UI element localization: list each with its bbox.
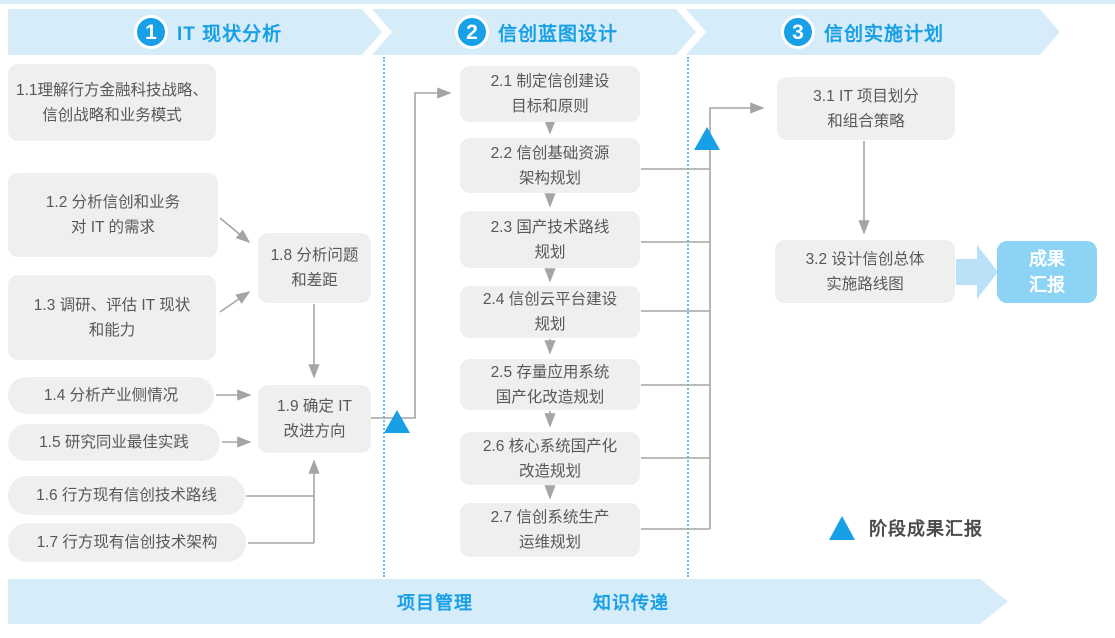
step-1-3: 1.3 调研、评估 IT 现状 和能力	[8, 275, 216, 360]
step-2-7: 2.7 信创系统生产 运维规划	[460, 503, 640, 557]
phase-1-header: 1 IT 现状分析	[134, 9, 282, 55]
step-2-2: 2.2 信创基础资源 架构规划	[460, 138, 640, 193]
phase-1-number-badge: 1	[134, 15, 168, 49]
legend-triangle-icon	[829, 516, 855, 540]
step-2-3: 2.3 国产技术路线 规划	[460, 211, 640, 268]
phase-divider-2-3	[687, 57, 689, 577]
phase-2-title: 信创蓝图设计	[498, 23, 619, 45]
legend-label: 阶段成果汇报	[869, 519, 983, 539]
step-1-8: 1.8 分析问题 和差距	[258, 233, 371, 303]
result-report-box: 成果 汇报	[997, 241, 1097, 303]
phase-2-number-badge: 2	[455, 15, 489, 49]
step-1-9: 1.9 确定 IT 改进方向	[258, 385, 371, 453]
milestone-triangle-icon-phase2	[694, 127, 720, 150]
phase-1-title: IT 现状分析	[177, 23, 283, 45]
step-2-5: 2.5 存量应用系统 国产化改造规划	[460, 359, 640, 410]
step-1-4: 1.4 分析产业侧情况	[8, 377, 214, 414]
top-edge-strip	[0, 0, 1115, 4]
phase-3-title: 信创实施计划	[824, 23, 945, 45]
phase-2-header: 2 信创蓝图设计	[455, 9, 618, 55]
step-1-6: 1.6 行方现有信创技术路线	[8, 476, 245, 515]
step-2-6: 2.6 核心系统国产化 改造规划	[460, 432, 640, 485]
phase-header-band	[8, 9, 1060, 55]
milestone-triangle-icon-phase1	[384, 410, 410, 433]
step-1-5: 1.5 研究同业最佳实践	[8, 424, 220, 461]
phase-3-header: 3 信创实施计划	[781, 9, 944, 55]
step-1-2: 1.2 分析信创和业务 对 IT 的需求	[8, 173, 218, 257]
phase-3-number-badge: 3	[781, 15, 815, 49]
step-2-1: 2.1 制定信创建设 目标和原则	[460, 66, 640, 122]
step-3-1: 3.1 IT 项目划分 和组合策略	[777, 77, 955, 140]
phase-divider-1-2	[383, 57, 385, 577]
footer-label-knowledge-transfer: 知识传递	[593, 592, 669, 613]
step-2-4: 2.4 信创云平台建设 规划	[460, 286, 640, 338]
footer-band	[8, 579, 1008, 624]
step-3-2: 3.2 设计信创总体 实施路线图	[775, 240, 955, 303]
step-1-1: 1.1理解行方金融科技战略、 信创战略和业务模式	[8, 64, 216, 141]
step-1-7: 1.7 行方现有信创技术架构	[8, 523, 246, 562]
footer-label-project-management: 项目管理	[397, 592, 473, 613]
legend: 阶段成果汇报	[829, 515, 983, 541]
